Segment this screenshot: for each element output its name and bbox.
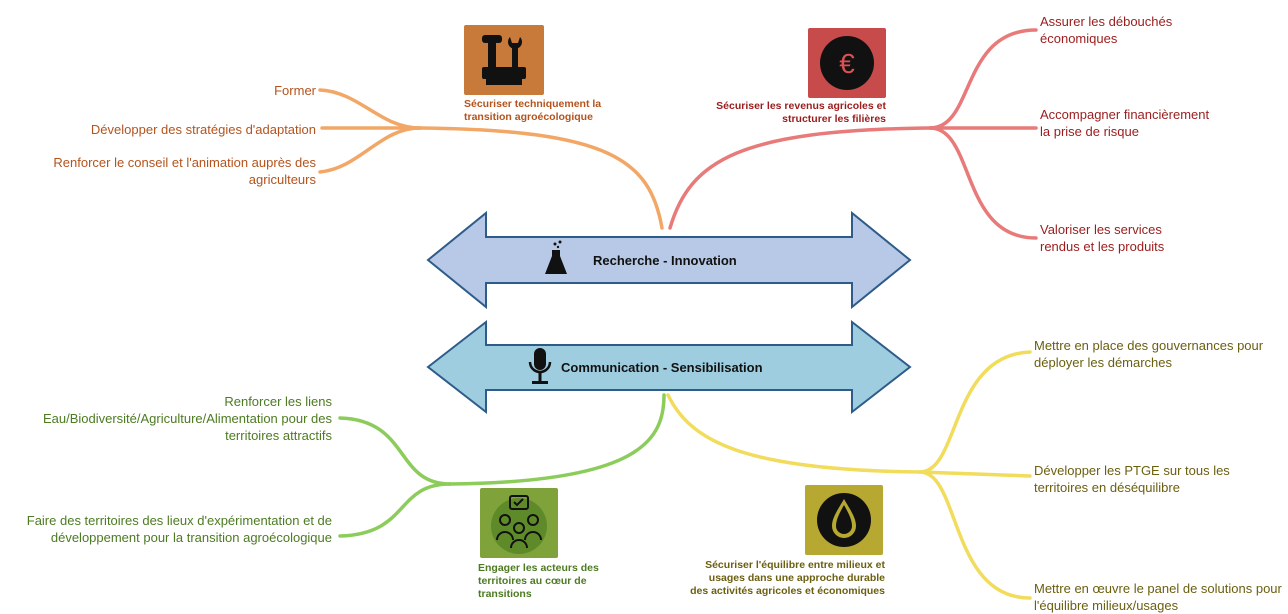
leaf-prise-de-risque: Accompagner financièrement la prise de r… (1040, 107, 1210, 139)
leaf-liens-eau-biodiversite: Renforcer les liens Eau/Biodiversité/Agr… (42, 394, 332, 443)
leaf-ptge: Développer les PTGE sur tous les territo… (1034, 463, 1230, 495)
leaf-lieux-experimentation: Faire des territoires des lieux d'expéri… (26, 513, 332, 545)
top-right-branch-title: Sécuriser les revenus agricoles et struc… (716, 100, 886, 125)
leaf-debouches: Assurer les débouchés économiques (1040, 14, 1173, 46)
euro-icon: € (808, 28, 886, 98)
yellow-branch-lines (666, 350, 1032, 600)
red-branch-lines (668, 28, 1038, 240)
leaf-strategies-adaptation: Développer des stratégies d'adaptation (90, 122, 316, 137)
top-left-branch-title: Sécuriser techniquement la transition ag… (464, 98, 602, 123)
bottom-double-arrow (426, 319, 912, 415)
tools-icon (464, 25, 544, 95)
leaf-conseil-animation: Renforcer le conseil et l'animation aupr… (53, 155, 316, 187)
bottom-right-branch-title: Sécuriser l'équilibre entre milieux et u… (690, 559, 885, 597)
svg-text:€: € (839, 48, 855, 79)
flask-icon (545, 240, 567, 274)
top-arrow-label: Recherche - Innovation (593, 253, 737, 268)
arrow-gap (556, 283, 732, 325)
orange-branch-lines (318, 88, 664, 230)
microphone-icon (528, 348, 552, 384)
bottom-left-branch-title: Engager les acteurs des territoires au c… (478, 562, 599, 600)
leaf-gouvernances: Mettre en place des gouvernances pour dé… (1034, 338, 1264, 370)
leaf-panel-solutions: Mettre en œuvre le panel de solutions po… (1034, 581, 1282, 613)
leaf-services-produits: Valoriser les services rendus et les pro… (1040, 222, 1165, 254)
water-drop-icon (805, 485, 883, 555)
leaf-former: Former (274, 83, 316, 98)
people-icon (480, 488, 558, 558)
bottom-arrow-label: Communication - Sensibilisation (561, 360, 763, 375)
top-double-arrow (426, 210, 912, 310)
green-branch-lines (338, 393, 666, 538)
